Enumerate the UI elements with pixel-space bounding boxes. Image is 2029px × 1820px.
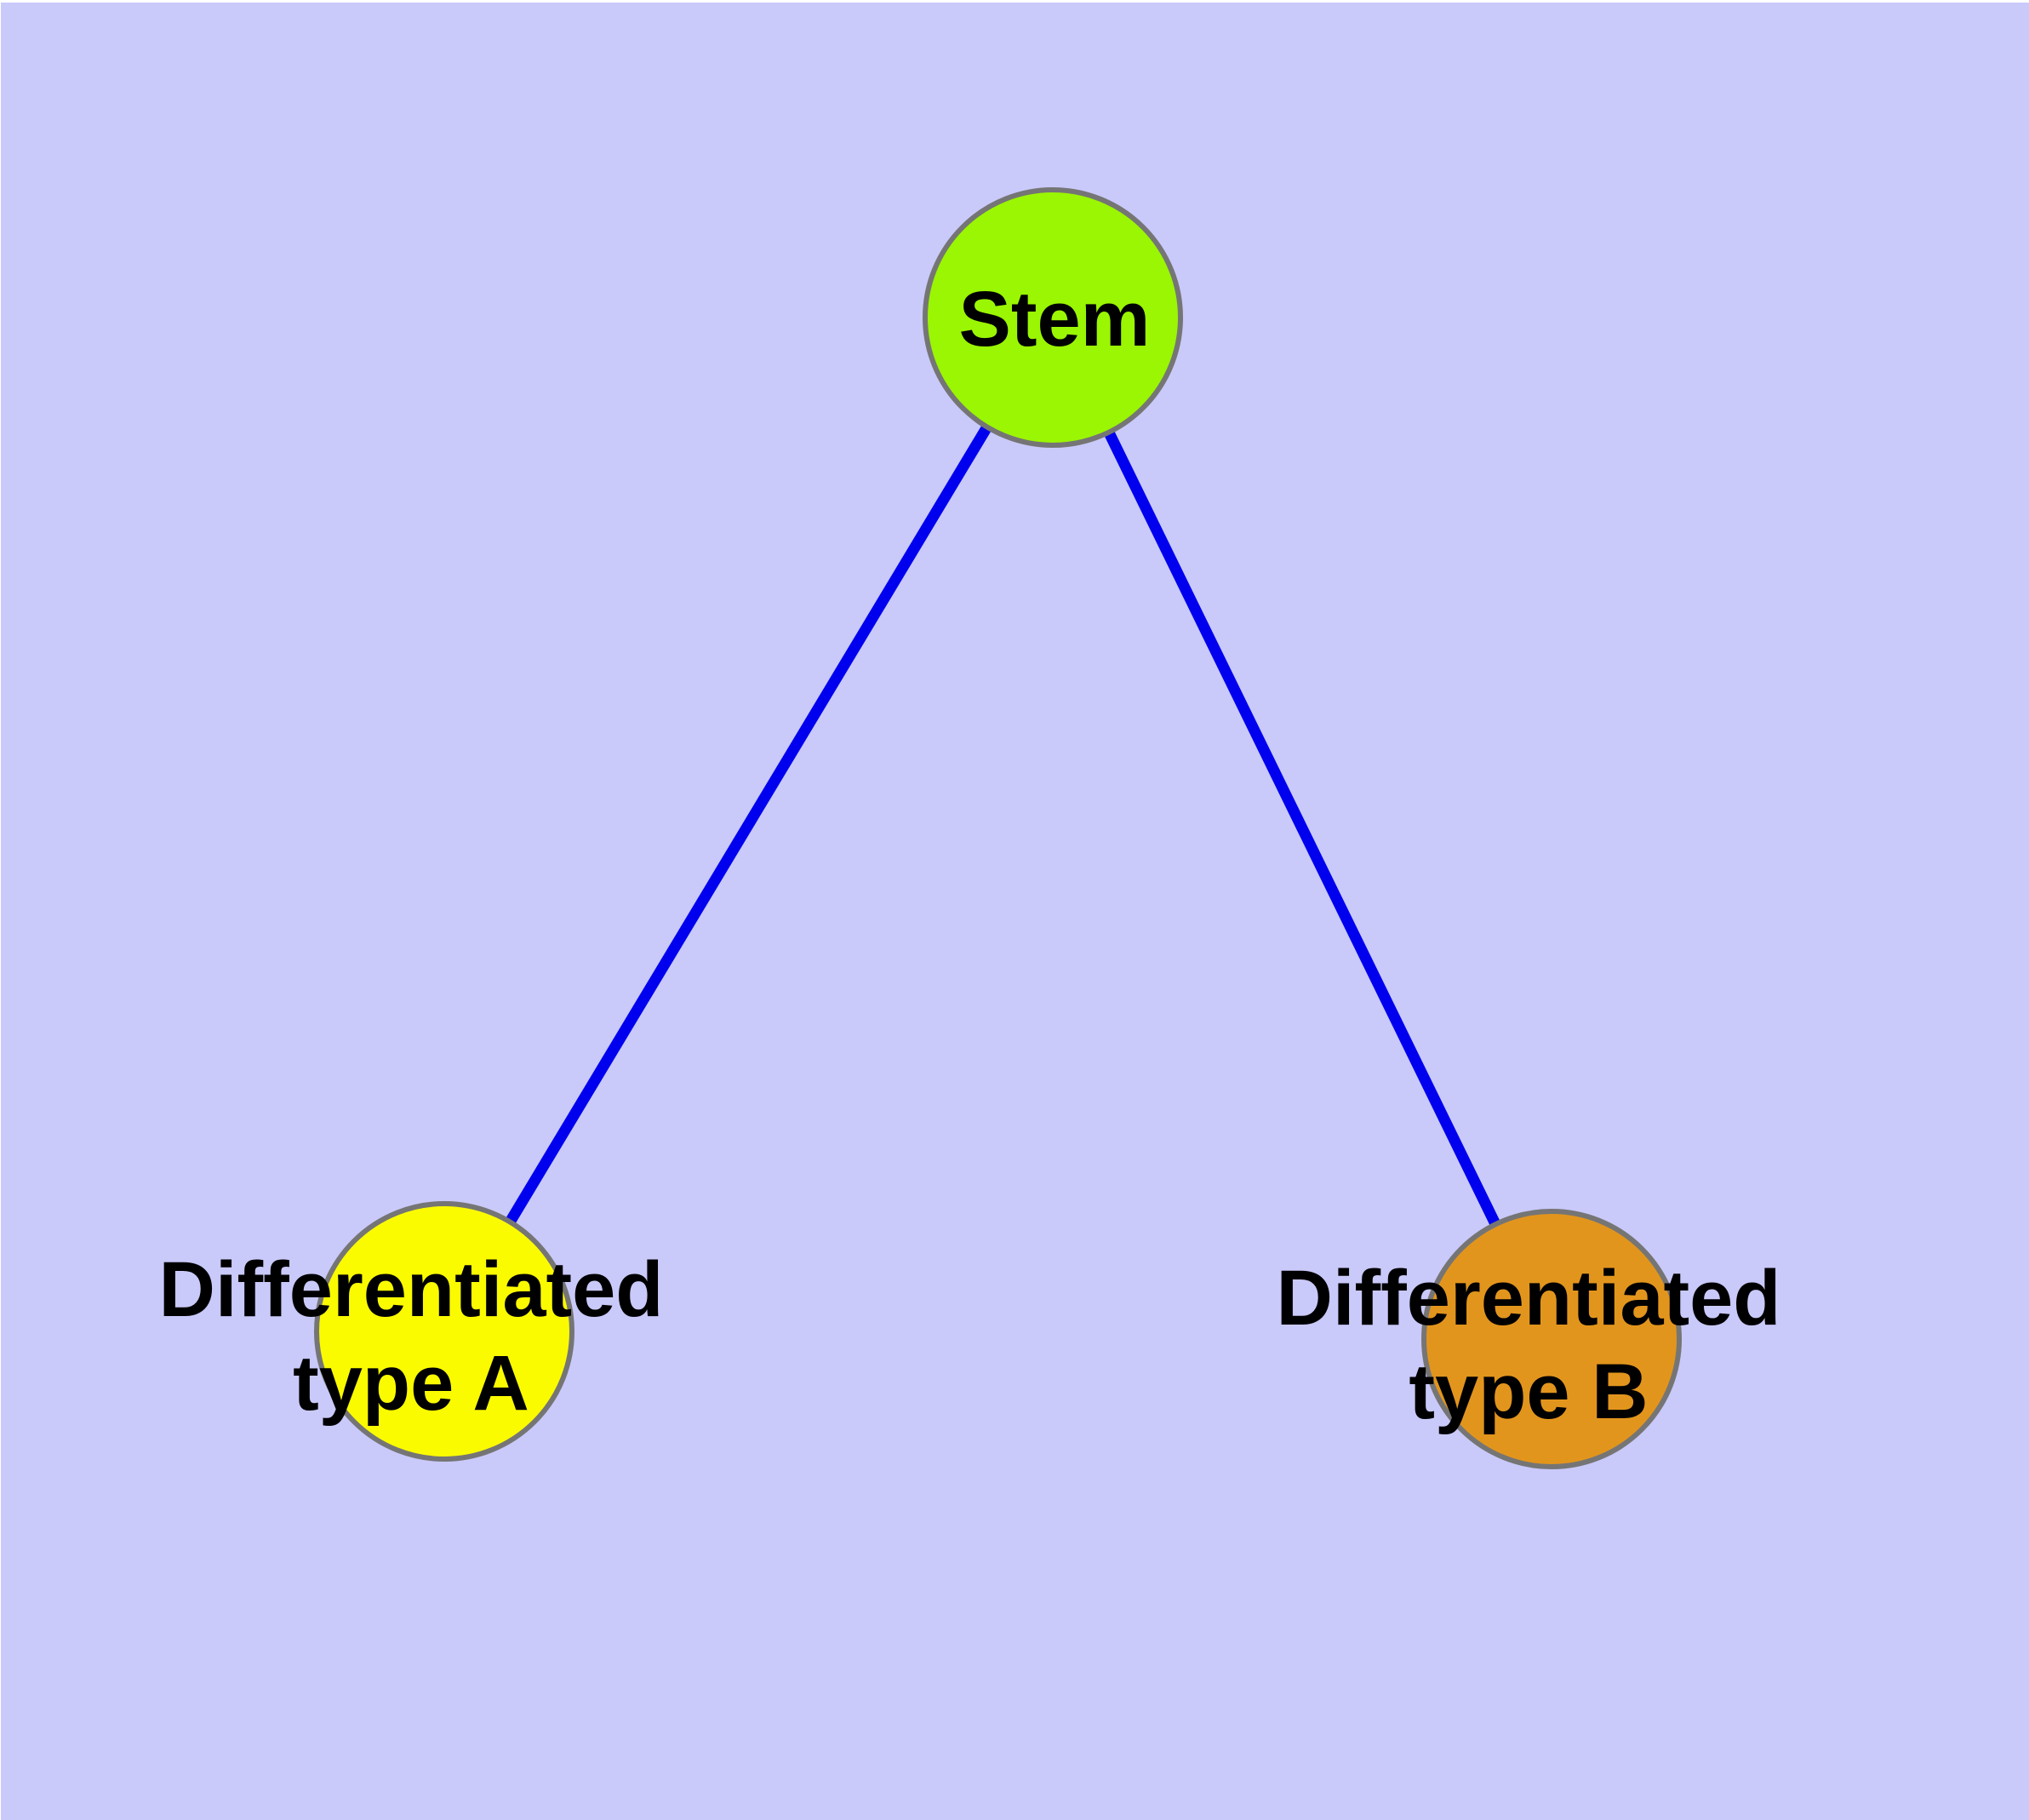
type-a-node-label-line1: Differentiated — [159, 1246, 664, 1333]
node-differentiated-type-b: Differentiated type B — [1277, 1209, 1781, 1469]
type-a-node-circle — [314, 1201, 574, 1462]
node-differentiated-type-a: Differentiated type A — [159, 1201, 664, 1462]
type-b-node-label-line2: type B — [1409, 1348, 1648, 1435]
stem-node-circle — [923, 187, 1183, 448]
edge-stem-to-type-a — [439, 314, 1058, 1335]
node-stem: Stem — [923, 187, 1183, 448]
stem-node-label: Stem — [959, 276, 1151, 363]
type-b-node-label-line1: Differentiated — [1277, 1255, 1781, 1342]
edge-stem-to-type-b — [1048, 315, 1557, 1342]
edge-layer — [439, 314, 1557, 1342]
type-b-node-circle — [1421, 1209, 1682, 1469]
type-a-node-label-line2: type A — [293, 1340, 529, 1427]
